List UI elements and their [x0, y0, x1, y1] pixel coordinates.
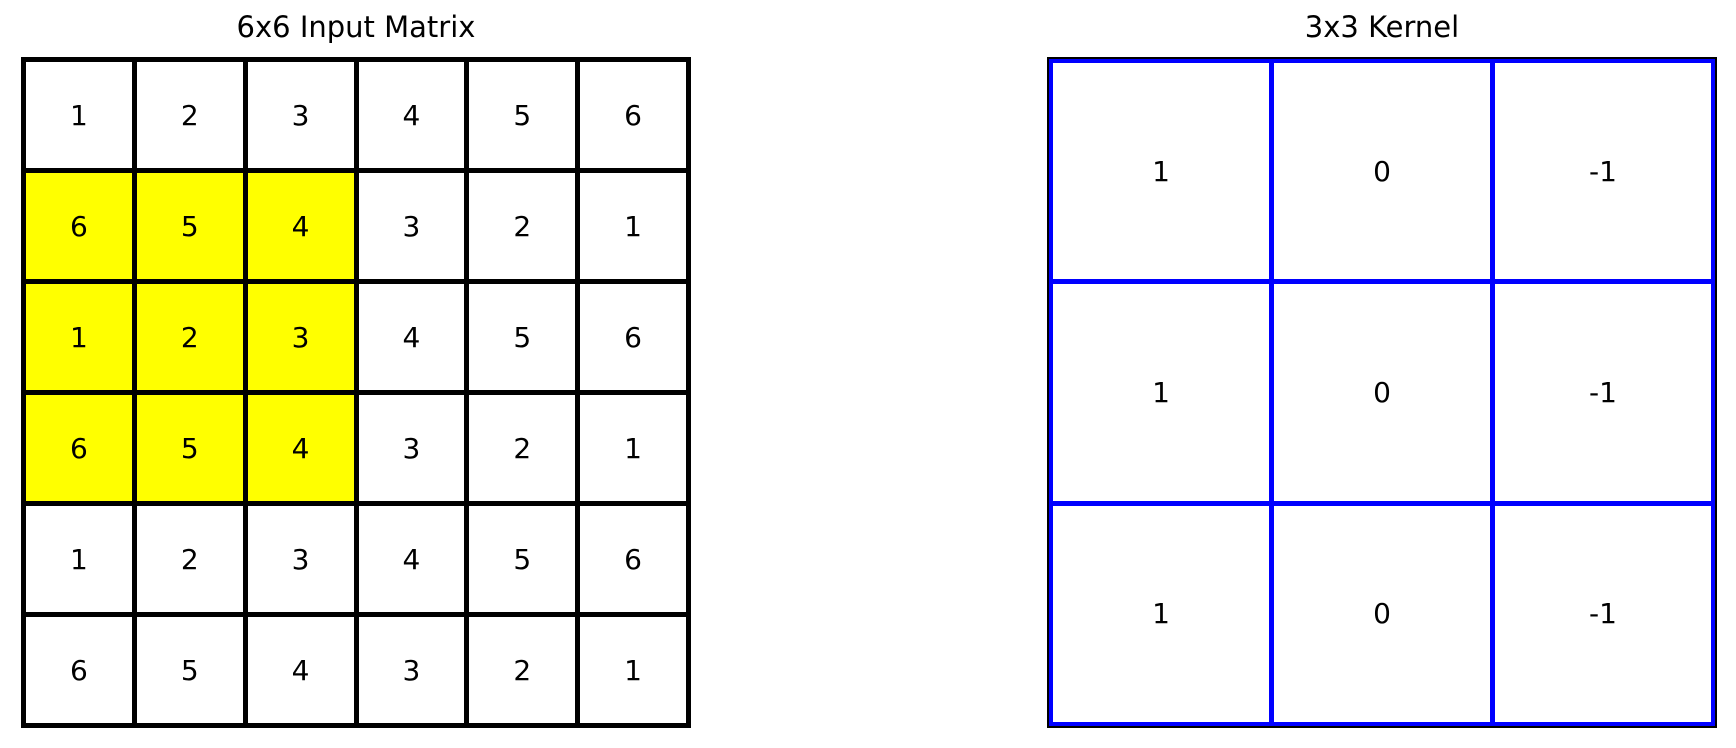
kernel-cell-r2c2: -1	[1495, 505, 1711, 722]
input-matrix-cell-r5c2: 4	[247, 617, 354, 723]
input-matrix-cell-r3c2: 4	[247, 395, 354, 501]
input-matrix-cell-r3c5: 1	[580, 395, 686, 501]
input-matrix-cell-r4c3: 4	[358, 506, 465, 612]
kernel-cell-r2c0: 1	[1053, 505, 1269, 722]
input-matrix-cell-r1c2: 4	[247, 173, 354, 279]
kernel-cell-r2c1: 0	[1274, 505, 1490, 722]
input-matrix-cell-r5c4: 2	[469, 617, 576, 723]
input-matrix-cell-r0c5: 6	[580, 62, 686, 168]
input-matrix-cell-r0c4: 5	[469, 62, 576, 168]
input-matrix-cell-r1c3: 3	[358, 173, 465, 279]
input-matrix-cell-r5c3: 3	[358, 617, 465, 723]
input-matrix-cell-r2c3: 4	[358, 284, 465, 390]
input-matrix-cell-r1c4: 2	[469, 173, 576, 279]
input-matrix-cell-r3c3: 3	[358, 395, 465, 501]
input-matrix-cell-r4c0: 1	[26, 506, 132, 612]
input-matrix-cell-r5c5: 1	[580, 617, 686, 723]
kernel-cell-r1c2: -1	[1495, 284, 1711, 501]
input-matrix-cell-r0c0: 1	[26, 62, 132, 168]
input-matrix-cell-r4c4: 5	[469, 506, 576, 612]
kernel-cell-r0c2: -1	[1495, 63, 1711, 280]
input-matrix-cell-r5c1: 5	[136, 617, 243, 723]
kernel-cell-r0c0: 1	[1053, 63, 1269, 280]
input-matrix-cell-r0c2: 3	[247, 62, 354, 168]
input-matrix-cell-r3c1: 5	[136, 395, 243, 501]
input-matrix-cell-r1c0: 6	[26, 173, 132, 279]
input-matrix-cell-r3c4: 2	[469, 395, 576, 501]
kernel-cell-r0c1: 0	[1274, 63, 1490, 280]
kernel-cell-r1c1: 0	[1274, 284, 1490, 501]
input-matrix-cell-r2c1: 2	[136, 284, 243, 390]
input-matrix-cell-r2c4: 5	[469, 284, 576, 390]
input-matrix-cell-r1c1: 5	[136, 173, 243, 279]
kernel-title: 3x3 Kernel	[1304, 10, 1460, 44]
input-matrix-cell-r0c3: 4	[358, 62, 465, 168]
input-matrix-cell-r2c0: 1	[26, 284, 132, 390]
input-matrix-cell-r2c5: 6	[580, 284, 686, 390]
input-matrix-cell-r2c2: 3	[247, 284, 354, 390]
input-matrix-cell-r4c5: 6	[580, 506, 686, 612]
input-matrix-cell-r1c5: 1	[580, 173, 686, 279]
input-matrix-cell-r4c2: 3	[247, 506, 354, 612]
input-matrix-cell-r5c0: 6	[26, 617, 132, 723]
input-matrix-title: 6x6 Input Matrix	[236, 10, 476, 44]
input-matrix-cell-r0c1: 2	[136, 62, 243, 168]
input-matrix-cell-r4c1: 2	[136, 506, 243, 612]
input-matrix-cell-r3c0: 6	[26, 395, 132, 501]
kernel-cell-r1c0: 1	[1053, 284, 1269, 501]
